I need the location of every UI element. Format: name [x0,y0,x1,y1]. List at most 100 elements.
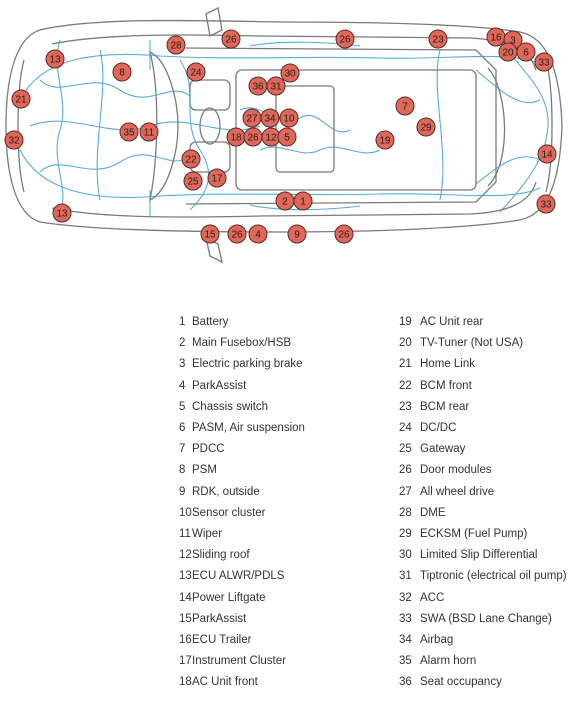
component-marker-number: 26 [225,35,237,46]
component-marker [119,122,139,142]
legend-item-number: 14 [179,591,192,604]
legend-item-number: 10 [179,506,192,519]
legend-item-number: 34 [399,634,412,646]
component-marker [536,194,556,214]
component-marker-number: 33 [540,200,552,211]
legend-item-label: Seat occupancy [420,676,502,689]
component-marker [395,96,415,116]
legend-item-label: AC Unit rear [420,316,484,328]
component-marker [516,42,536,62]
legend-item-number: 2 [179,337,186,350]
legend-item-label: Sliding roof [192,549,250,562]
legend-item-label: Gateway [420,443,466,456]
component-marker [166,35,186,55]
legend-item-number: 36 [399,676,412,689]
component-marker-number: 26 [231,230,243,241]
legend-item-number: 19 [399,316,412,328]
component-marker [416,117,436,137]
legend-item-label: Power Liftgate [192,591,266,604]
legend-item-label: Airbag [420,634,454,646]
legend-item-label: DME [420,506,446,519]
component-marker-number: 36 [252,82,264,93]
legend-item-label: PSM [192,464,217,477]
legend-item-number: 16 [179,634,192,646]
legend-item-number: 31 [399,570,412,583]
component-marker [279,108,299,128]
legend-item-number: 29 [399,528,412,540]
legend-item-label: RDK, outside [192,485,260,498]
component-marker [4,130,24,150]
component-marker [280,63,300,83]
legend-item-number: 3 [179,358,186,371]
legend-item-number: 5 [179,400,186,413]
legend-item-number: 13 [179,570,192,583]
component-marker [334,224,354,244]
legend-item-label: Door modules [420,464,492,477]
legend-item-label: ECU Trailer [192,634,252,646]
legend-item-number: 33 [399,612,412,625]
legend-item-label: All wheel drive [420,485,495,498]
component-marker-number: 30 [284,69,296,80]
component-marker-number: 10 [283,114,295,125]
component-marker [112,62,132,82]
component-marker [200,224,220,244]
component-marker-number: 24 [190,68,202,79]
legend-item-number: 35 [399,655,412,668]
legend-item-label: Chassis switch [192,400,269,413]
component-marker [266,76,286,96]
component-marker [248,224,268,244]
component-marker-number: 6 [523,48,529,59]
component-marker-number: 18 [230,133,242,144]
legend-item-label: Alarm horn [420,655,477,668]
component-marker [428,29,448,49]
legend-item-label: Electric parking brake [192,358,303,371]
legend-item-label: Battery [192,316,229,328]
component-marker [537,144,557,164]
component-marker [207,168,227,188]
component-marker-number: 11 [144,128,155,139]
component-marker [287,224,307,244]
legend-item-label: Main Fusebox/HSB [192,337,292,350]
legend-item-number: 27 [399,485,412,498]
component-marker-number: 26 [338,230,350,241]
component-marker-number: 2 [282,197,288,208]
legend-item-number: 25 [399,443,412,456]
legend-item-number: 4 [179,379,186,392]
legend-item-number: 26 [399,464,412,477]
component-marker-number: 35 [123,128,135,139]
component-marker [183,171,203,191]
component-marker [375,130,395,150]
component-marker-number: 13 [56,209,68,220]
legend-item-label: BCM rear [420,400,470,413]
legend-item-label: Wiper [192,528,223,540]
legend-item-label: SWA (BSD Lane Change) [420,612,552,625]
component-marker-number: 4 [255,230,261,241]
component-marker [186,62,206,82]
component-marker [277,127,297,147]
legend-item-number: 17 [179,655,192,668]
component-marker [221,29,241,49]
component-marker-number: 29 [420,123,432,134]
component-marker [139,122,159,142]
component-marker-number: 8 [119,68,125,79]
legend-item-label: Instrument Cluster [192,655,286,668]
component-marker-number: 13 [49,55,61,66]
legend-item-label: PASM, Air suspension [192,422,305,434]
legend-item-number: 1 [179,316,186,328]
legend-item-label: TV-Tuner (Not USA) [420,337,524,350]
legend-item-label: ParkAssist [192,379,247,392]
component-marker-number: 12 [265,133,277,144]
legend-item-number: 7 [179,443,186,456]
component-marker-number: 7 [402,102,408,113]
legend-item-number: 28 [399,506,412,519]
component-marker-number: 3 [510,36,516,47]
legend-item-label: Home Link [420,358,475,371]
component-marker-number: 9 [294,230,300,241]
legend-item-label: ECU ALWR/PDLS [192,570,285,583]
component-marker-number: 34 [264,114,276,125]
legend-item-label: Limited Slip Differential [420,549,538,562]
legend-item-number: 32 [399,591,412,604]
component-marker-number: 14 [541,150,553,161]
